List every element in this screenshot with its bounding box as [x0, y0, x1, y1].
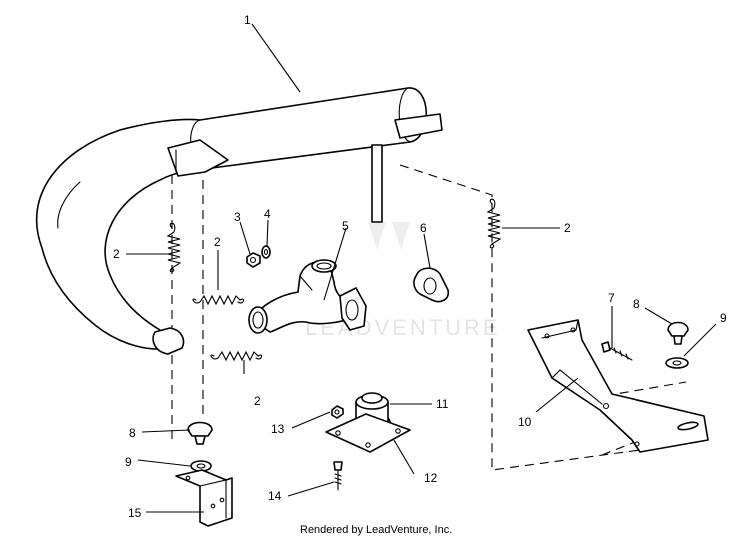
leader-lines [126, 23, 717, 513]
rubber-bumper-right [667, 321, 689, 345]
callouts: 1 2 2 2 2 3 4 5 6 7 8 8 9 9 10 11 12 13 … [113, 13, 727, 520]
lock-nut [331, 405, 344, 419]
washer-small [261, 245, 271, 259]
nut [246, 252, 261, 268]
callout-9-right: 9 [720, 311, 727, 325]
callout-11: 11 [436, 397, 449, 411]
washer-right [665, 357, 689, 369]
carriage-bolt [333, 461, 343, 491]
callout-12: 12 [424, 471, 438, 485]
callout-1: 1 [244, 13, 251, 27]
tail-bracket [527, 319, 709, 453]
callout-2-lower: 2 [254, 394, 261, 408]
callout-14: 14 [268, 489, 282, 503]
spring-lower-middle [210, 350, 263, 362]
callout-2-left: 2 [113, 247, 120, 261]
callout-5: 5 [342, 219, 349, 233]
callout-6: 6 [420, 221, 427, 235]
callout-8-right: 8 [633, 297, 640, 311]
callout-2-upper: 2 [214, 235, 221, 249]
screw [601, 341, 633, 361]
spring-upper-middle [192, 294, 245, 306]
callout-9-left: 9 [125, 455, 132, 469]
rubber-bumper-left [187, 421, 213, 445]
callout-10: 10 [518, 415, 532, 429]
footer-credit: Rendered by LeadVenture, Inc. [300, 524, 452, 536]
spring-left-muffler [166, 222, 182, 273]
callout-15: 15 [128, 506, 142, 520]
gasket [413, 267, 450, 303]
bracket-left [175, 469, 233, 527]
callout-4: 4 [264, 207, 271, 221]
callout-8-left: 8 [129, 426, 136, 440]
watermark: LEADVENTURE [305, 222, 498, 340]
callout-2-right: 2 [564, 221, 571, 235]
callout-3: 3 [234, 210, 241, 224]
callout-7: 7 [608, 291, 615, 305]
exhaust-manifold [248, 259, 367, 334]
mount-plate [325, 413, 411, 453]
spring-right [486, 198, 502, 249]
muffler [35, 87, 443, 355]
callout-13: 13 [271, 422, 285, 436]
